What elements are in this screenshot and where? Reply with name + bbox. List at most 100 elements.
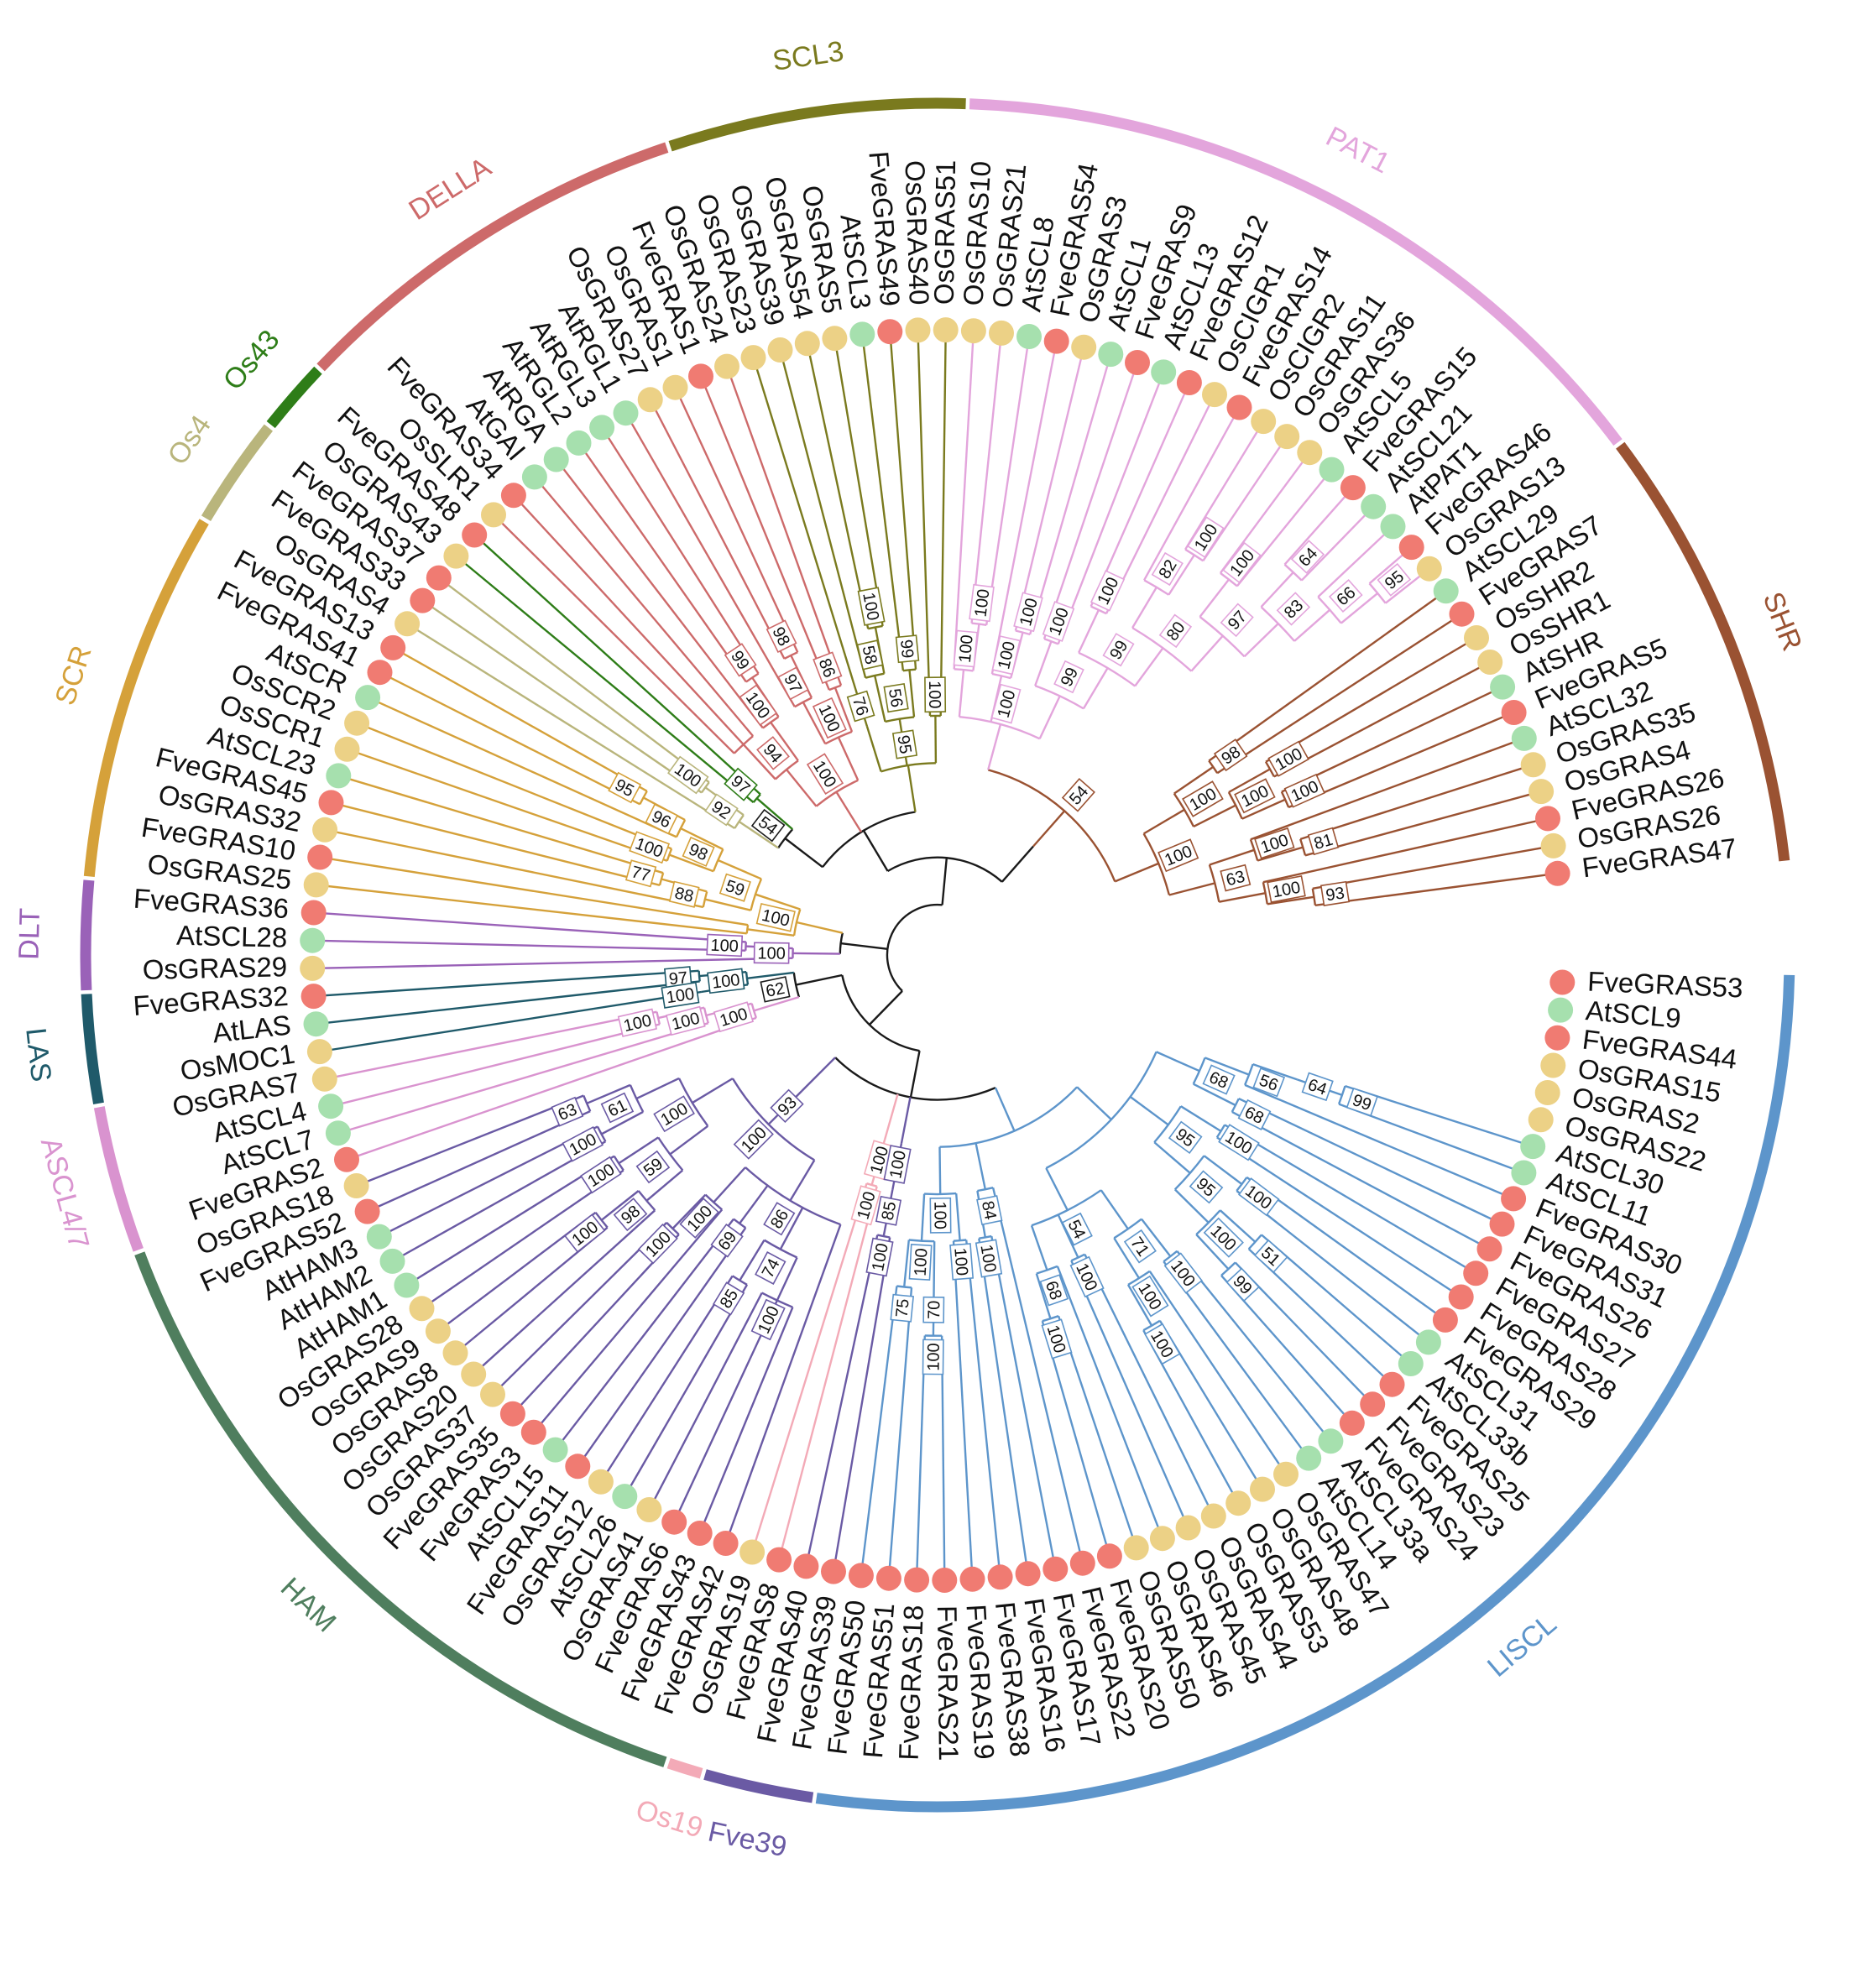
tree-branches — [321, 338, 1549, 1573]
bootstrap-label: 100 — [1046, 605, 1073, 638]
bootstrap-label: 84 — [978, 1199, 1000, 1221]
species-dot — [822, 326, 848, 352]
bootstrap-box — [1039, 1274, 1069, 1307]
species-dot — [766, 1547, 792, 1573]
species-dot — [300, 984, 327, 1010]
clade-arc — [266, 366, 322, 429]
tree-branch — [680, 827, 724, 851]
tree-branch-arc — [1113, 1218, 1142, 1240]
bootstrap-label: 95 — [893, 733, 914, 754]
leaf-label: FveGRAS53 — [1587, 966, 1744, 1004]
bootstrap-value: 100 — [1090, 570, 1126, 612]
tree-branch — [374, 700, 677, 838]
species-dot — [1319, 457, 1345, 483]
tree-branch — [1084, 1254, 1211, 1510]
clade-label: SCL3 — [771, 35, 846, 77]
tree-branch — [1273, 665, 1483, 778]
bootstrap-label: 63 — [1225, 868, 1247, 890]
species-dot — [354, 1198, 380, 1224]
clade-label: LISCL — [1481, 1608, 1563, 1683]
bootstrap-box — [1252, 1067, 1286, 1098]
tree-branch-arc — [896, 1285, 912, 1289]
bootstrap-value: 100 — [629, 831, 671, 864]
species-dot — [1340, 475, 1366, 501]
bootstrap-box — [1053, 660, 1084, 694]
tree-branch — [789, 1159, 816, 1202]
species-dot — [303, 1011, 329, 1037]
bootstrap-box — [1042, 601, 1075, 642]
bootstrap-value: 59 — [635, 1150, 671, 1184]
bootstrap-value: 98 — [766, 619, 797, 654]
tree-branch — [909, 1050, 921, 1098]
bootstrap-label: 97 — [668, 968, 688, 989]
tree-branch — [1216, 1136, 1455, 1294]
species-dot — [307, 844, 333, 870]
bootstrap-box — [1307, 827, 1340, 856]
tree-branch-arc — [877, 1234, 891, 1239]
species-dot — [794, 331, 820, 357]
species-dot — [520, 1419, 546, 1445]
bootstrap-value: 100 — [1237, 1177, 1280, 1217]
tree-branch — [1131, 587, 1157, 629]
clade-arc — [666, 1757, 703, 1779]
tree-branch — [1035, 1273, 1052, 1319]
tree-branch — [324, 885, 747, 935]
tree-branch — [776, 1256, 798, 1302]
tree-branch-arc — [1231, 1098, 1240, 1113]
tree-branch — [1260, 571, 1294, 608]
tree-branch — [645, 1169, 684, 1202]
clade-label: DLT — [13, 908, 46, 961]
bootstrap-label: 75 — [893, 1298, 913, 1318]
tree-branch — [605, 434, 760, 675]
tree-branch — [346, 1022, 709, 1132]
bootstrap-box — [857, 587, 886, 626]
tree-branch — [1205, 1057, 1250, 1076]
tree-branch — [792, 952, 840, 955]
bootstrap-box — [706, 933, 744, 958]
bootstrap-value: 99 — [1053, 660, 1084, 694]
bootstrap-box — [1163, 1252, 1203, 1294]
tree-branch — [499, 519, 735, 754]
species-dot — [343, 1173, 369, 1198]
species-dot — [1511, 725, 1537, 751]
tree-branch — [363, 1094, 584, 1184]
bootstrap-box — [682, 836, 715, 867]
tree-branch — [1113, 1237, 1141, 1279]
tree-branch — [1100, 1189, 1129, 1230]
bootstrap-value: 98 — [1213, 738, 1248, 772]
tree-branch — [1193, 804, 1236, 827]
species-dot — [932, 1568, 958, 1593]
tree-branch — [346, 777, 664, 874]
species-dot — [1528, 779, 1555, 805]
tree-branch — [1076, 1086, 1112, 1120]
tree-branch — [991, 1187, 1082, 1556]
bootstrap-box — [922, 1339, 944, 1375]
tree-branch — [952, 1240, 974, 1571]
bootstrap-box — [1102, 633, 1135, 667]
bootstrap-box — [1187, 516, 1225, 558]
bootstrap-box — [883, 682, 909, 713]
bootstrap-values: 9310081100631001001009810010095666483100… — [551, 516, 1412, 1375]
tree-branch-arc — [745, 942, 747, 951]
bootstrap-box — [661, 981, 700, 1009]
tree-branch — [833, 686, 854, 733]
clade-arc — [134, 1251, 667, 1767]
bootstrap-value: 100 — [969, 583, 995, 623]
clade-label: ASCL4/7 — [34, 1134, 96, 1252]
tree-branch — [1090, 389, 1187, 608]
species-dot — [687, 1521, 713, 1546]
species-dot — [1528, 1107, 1554, 1133]
tree-branch — [1299, 766, 1526, 841]
species-dot — [542, 1437, 568, 1463]
species-dot — [1540, 1052, 1566, 1078]
tree-branch — [920, 1193, 926, 1241]
tree-branch — [807, 351, 870, 629]
bootstrap-box — [1218, 1124, 1260, 1161]
species-dot — [960, 318, 986, 344]
bootstrap-value: 95 — [1168, 1120, 1203, 1154]
tree-branch — [1041, 1320, 1109, 1548]
bootstrap-box — [624, 859, 657, 888]
species-dot — [1361, 493, 1387, 519]
bootstrap-box — [617, 1008, 657, 1037]
bootstrap-value: 100 — [617, 1008, 657, 1037]
